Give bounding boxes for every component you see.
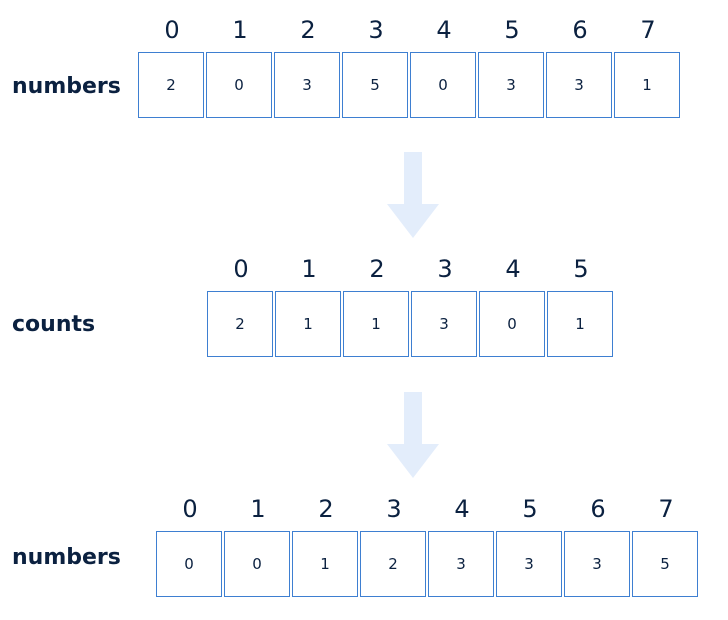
numbers-output-label: numbers [12,545,121,570]
array-cell: 3 [496,531,562,597]
array-cell: 3 [428,531,494,597]
array-cell: 1 [343,291,409,357]
numbers-output-array: 0 1 2 3 4 5 6 7 0 0 1 2 3 3 3 5 [156,497,704,599]
array-index: 4 [505,255,521,283]
array-cell: 0 [479,291,545,357]
array-index: 1 [232,16,248,44]
arrow-down-icon [387,152,439,238]
array-cell: 5 [632,531,698,597]
numbers-input-label: numbers [12,74,121,99]
numbers-input-array: 0 1 2 3 4 5 6 7 2 0 3 5 0 3 3 1 [138,18,686,120]
array-index: 5 [522,495,538,523]
array-index: 0 [233,255,249,283]
array-index: 2 [300,16,316,44]
array-cell: 3 [546,52,612,118]
array-cell: 1 [614,52,680,118]
array-index: 4 [454,495,470,523]
array-index: 5 [504,16,520,44]
array-cell: 2 [138,52,204,118]
array-index: 0 [182,495,198,523]
array-index: 7 [658,495,674,523]
array-cell: 1 [292,531,358,597]
counts-label: counts [12,312,96,337]
array-cell: 3 [478,52,544,118]
array-index: 4 [436,16,452,44]
counts-array: 0 1 2 3 4 5 2 1 1 3 0 1 [207,257,619,359]
array-cell: 2 [360,531,426,597]
array-cell: 5 [342,52,408,118]
array-index: 2 [318,495,334,523]
array-index: 3 [437,255,453,283]
array-cell: 0 [410,52,476,118]
array-index: 1 [301,255,317,283]
array-cell: 1 [547,291,613,357]
array-index: 0 [164,16,180,44]
array-index: 3 [386,495,402,523]
array-index: 6 [590,495,606,523]
array-cell: 0 [206,52,272,118]
array-index: 7 [640,16,656,44]
array-index: 1 [250,495,266,523]
array-cell: 2 [207,291,273,357]
array-cell: 3 [274,52,340,118]
arrow-down-icon [387,392,439,478]
array-cell: 0 [224,531,290,597]
array-index: 6 [572,16,588,44]
array-index: 3 [368,16,384,44]
array-index: 2 [369,255,385,283]
array-index: 5 [573,255,589,283]
array-cell: 0 [156,531,222,597]
array-cell: 3 [564,531,630,597]
array-cell: 3 [411,291,477,357]
array-cell: 1 [275,291,341,357]
